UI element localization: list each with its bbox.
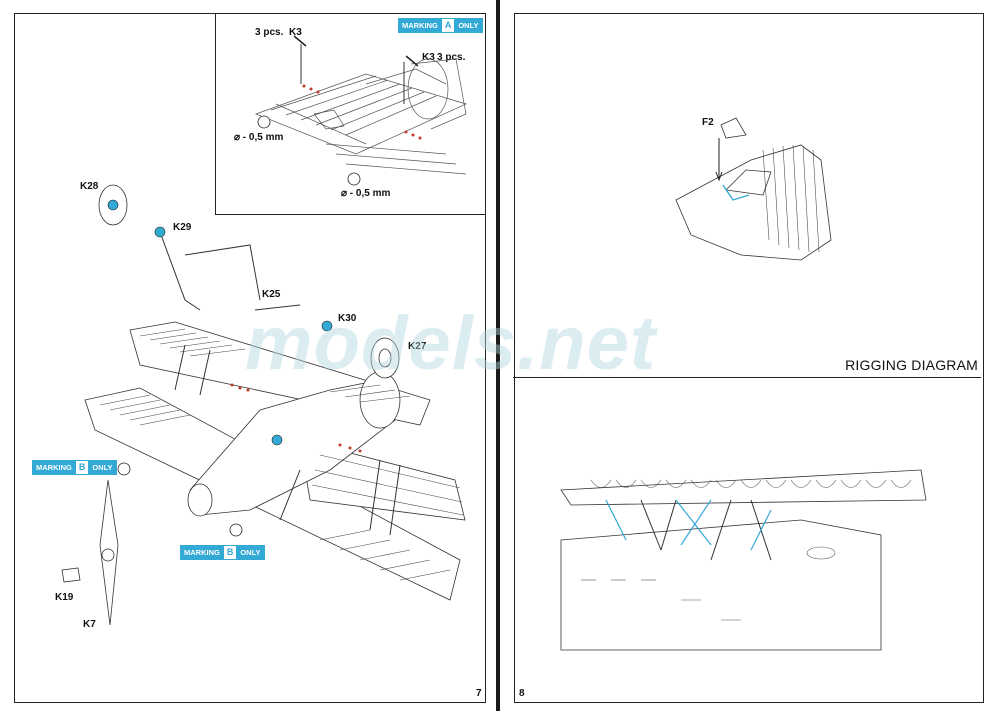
inset-drawing <box>255 35 467 186</box>
page-number: 8 <box>519 688 525 699</box>
part-label-k3: K3 <box>289 27 302 38</box>
detail-inset: MARKING A ONLY 3 pcs. K3 K3 3 pcs. ⌀ - 0… <box>215 13 486 215</box>
watermark: models.net <box>245 301 657 386</box>
page-number: 7 <box>476 688 482 699</box>
page-frame <box>514 13 984 703</box>
badge-letter: B <box>74 461 90 474</box>
part-label-k25: K25 <box>262 289 281 300</box>
badge-suffix: ONLY <box>455 19 482 32</box>
badge-word: MARKING <box>33 461 75 474</box>
part-label-k28: K28 <box>80 181 99 192</box>
quantity-label: 3 pcs. <box>437 52 466 63</box>
part-label-f2: F2 <box>702 117 714 128</box>
marking-a-badge: MARKING A ONLY <box>398 18 483 33</box>
badge-word: MARKING <box>181 546 223 559</box>
instruction-page-left: MARKING A ONLY 3 pcs. K3 K3 3 pcs. ⌀ - 0… <box>0 0 497 711</box>
instruction-page-right: F2 <box>501 0 998 711</box>
badge-letter: A <box>440 19 456 32</box>
part-label-k7: K7 <box>83 619 96 630</box>
diameter-label: ⌀ - 0,5 mm <box>341 188 391 199</box>
part-label-k19: K19 <box>55 592 74 603</box>
quantity-label: 3 pcs. <box>255 27 284 38</box>
part-label-k29: K29 <box>173 222 192 233</box>
badge-word: MARKING <box>399 19 441 32</box>
part-label-k27: K27 <box>408 341 427 352</box>
badge-suffix: ONLY <box>89 461 116 474</box>
biplane-assembly-drawing <box>61 184 466 626</box>
badge-suffix: ONLY <box>237 546 264 559</box>
part-label-k3: K3 <box>422 52 435 63</box>
cockpit-detail-drawing <box>560 117 927 651</box>
badge-letter: B <box>222 546 238 559</box>
diameter-label: ⌀ - 0,5 mm <box>234 132 284 143</box>
rigging-diagram-title: RIGGING DIAGRAM <box>845 357 978 373</box>
marking-b-badge: MARKING B ONLY <box>32 460 117 475</box>
marking-b-badge: MARKING B ONLY <box>180 545 265 560</box>
page-spine-divider <box>496 0 500 711</box>
part-label-k30: K30 <box>338 313 357 324</box>
rigging-rule <box>513 377 981 378</box>
